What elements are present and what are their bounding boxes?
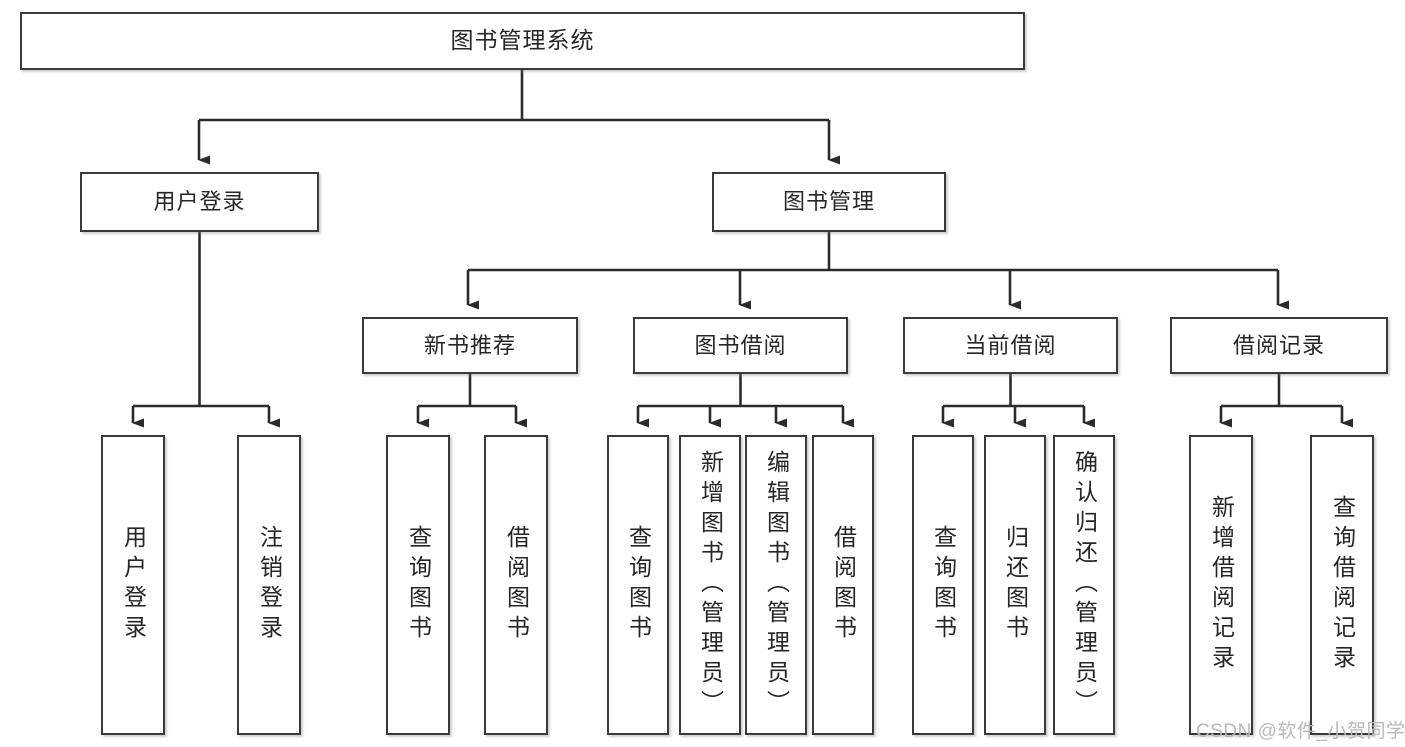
node-root[interactable]: 图书管理系统 bbox=[20, 12, 1025, 70]
node-book-borrow[interactable]: 图书借阅 bbox=[633, 317, 848, 374]
node-label: 新增图书（管理员） bbox=[697, 450, 724, 720]
node-leaf-user-login[interactable]: 用户登录 bbox=[101, 435, 165, 735]
node-leaf-borrow-book-1[interactable]: 借阅图书 bbox=[484, 435, 548, 735]
node-label: 查询图书 bbox=[930, 525, 957, 645]
node-label: 查询图书 bbox=[405, 525, 432, 645]
node-label: 确认归还（管理员） bbox=[1071, 450, 1098, 720]
node-label: 归还图书 bbox=[1002, 525, 1029, 645]
node-leaf-return-book[interactable]: 归还图书 bbox=[984, 435, 1046, 735]
node-leaf-query-book-3[interactable]: 查询图书 bbox=[912, 435, 974, 735]
node-label: 用户登录 bbox=[153, 189, 246, 215]
node-label: 借阅记录 bbox=[1232, 332, 1325, 358]
node-current-borrow[interactable]: 当前借阅 bbox=[903, 317, 1118, 374]
node-label: 借阅图书 bbox=[830, 525, 857, 645]
node-label: 图书管理 bbox=[782, 189, 875, 215]
node-leaf-query-book-2[interactable]: 查询图书 bbox=[607, 435, 669, 735]
node-label: 新增借阅记录 bbox=[1208, 495, 1235, 675]
node-leaf-query-book-1[interactable]: 查询图书 bbox=[386, 435, 450, 735]
node-new-book-recommend[interactable]: 新书推荐 bbox=[362, 317, 578, 374]
node-leaf-add-book[interactable]: 新增图书（管理员） bbox=[679, 435, 741, 735]
node-label: 当前借阅 bbox=[964, 332, 1057, 358]
node-label: 查询图书 bbox=[625, 525, 652, 645]
node-leaf-add-record[interactable]: 新增借阅记录 bbox=[1189, 435, 1253, 735]
node-leaf-logout[interactable]: 注销登录 bbox=[237, 435, 301, 735]
node-user-login[interactable]: 用户登录 bbox=[80, 172, 319, 232]
node-label: 用户登录 bbox=[120, 525, 147, 645]
node-label: 图书借阅 bbox=[694, 332, 787, 358]
node-label: 图书管理系统 bbox=[450, 27, 595, 54]
node-label: 注销登录 bbox=[256, 525, 283, 645]
node-borrow-record[interactable]: 借阅记录 bbox=[1170, 317, 1388, 374]
node-leaf-confirm-return[interactable]: 确认归还（管理员） bbox=[1053, 435, 1115, 735]
watermark-text: CSDN @软件_小贺同学 bbox=[1196, 721, 1405, 742]
node-leaf-query-record[interactable]: 查询借阅记录 bbox=[1310, 435, 1374, 735]
node-label: 借阅图书 bbox=[503, 525, 530, 645]
node-leaf-edit-book[interactable]: 编辑图书（管理员） bbox=[745, 435, 807, 735]
node-label: 编辑图书（管理员） bbox=[763, 450, 790, 720]
node-label: 新书推荐 bbox=[423, 332, 516, 358]
node-book-management[interactable]: 图书管理 bbox=[712, 172, 946, 232]
node-leaf-borrow-book-2[interactable]: 借阅图书 bbox=[812, 435, 874, 735]
node-label: 查询借阅记录 bbox=[1329, 495, 1356, 675]
